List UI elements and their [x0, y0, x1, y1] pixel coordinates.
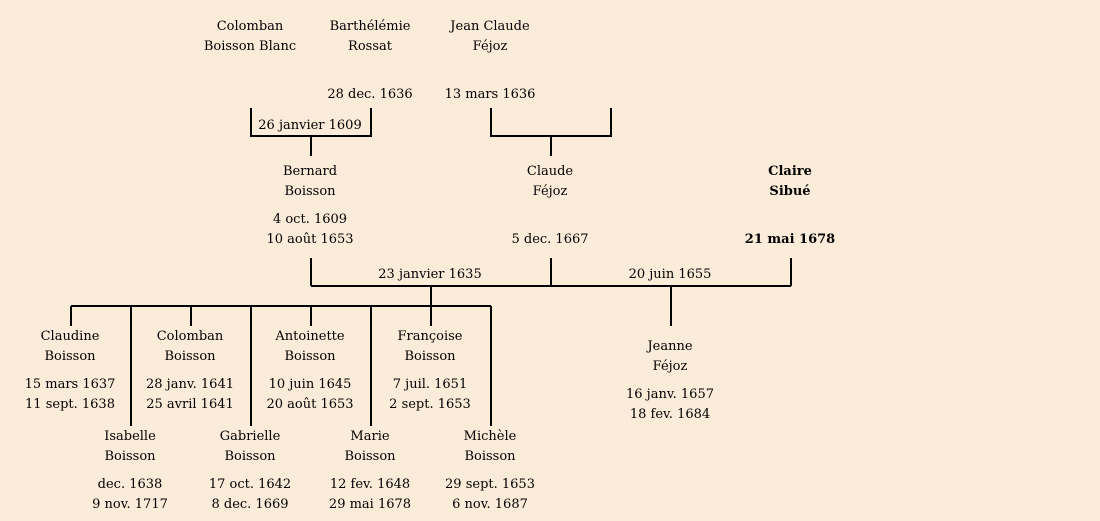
- person-name: Gabrielle: [219, 429, 281, 444]
- person-surname: Boisson: [44, 349, 96, 364]
- person-name: Bernard: [282, 164, 338, 179]
- person-surname: Boisson: [104, 449, 156, 464]
- marriage-date: 20 juin 1655: [628, 267, 712, 282]
- person-name: Isabelle: [104, 429, 156, 444]
- person-surname: Boisson: [344, 449, 396, 464]
- person-surname: Boisson: [284, 184, 336, 199]
- person-name: Claire: [768, 164, 812, 179]
- person-name: Colomban: [216, 19, 284, 34]
- person-name: Claude: [526, 164, 574, 179]
- person-surname: Boisson Blanc: [203, 39, 297, 54]
- person-death: 21 mai 1678: [744, 232, 836, 247]
- person-birth: 15 mars 1637: [24, 377, 116, 392]
- person-death: 11 sept. 1638: [25, 397, 115, 412]
- person-death: 6 nov. 1687: [452, 497, 528, 512]
- person-surname: Sibué: [769, 184, 811, 199]
- person-death: 20 août 1653: [266, 397, 354, 412]
- person-name: Françoise: [397, 329, 463, 344]
- person-name: Michèle: [463, 429, 517, 444]
- person-birth: 10 juin 1645: [268, 377, 352, 392]
- person-surname: Boisson: [224, 449, 276, 464]
- person-name: Jean Claude: [450, 19, 530, 34]
- person-surname: Boisson: [284, 349, 336, 364]
- person-birth: 4 oct. 1609: [272, 212, 348, 227]
- person-name: Marie: [350, 429, 390, 444]
- person-name: Antoinette: [275, 329, 345, 344]
- person-death: 8 dec. 1669: [211, 497, 289, 512]
- person-death: 10 août 1653: [266, 232, 354, 247]
- person-birth: 17 oct. 1642: [208, 477, 292, 492]
- person-birth: 29 sept. 1653: [445, 477, 535, 492]
- person-birth: dec. 1638: [97, 477, 163, 492]
- person-surname: Féjoz: [532, 184, 568, 199]
- person-name: Claudine: [40, 329, 100, 344]
- person-death: 29 mai 1678: [328, 497, 412, 512]
- person-birth: 28 janv. 1641: [146, 377, 234, 392]
- person-surname: Boisson: [164, 349, 216, 364]
- person-surname: Boisson: [464, 449, 516, 464]
- person-surname: Boisson: [404, 349, 456, 364]
- person-birth: 12 fev. 1648: [329, 477, 411, 492]
- person-surname: Féjoz: [472, 39, 508, 54]
- person-death: 13 mars 1636: [444, 87, 536, 102]
- marriage-date: 26 janvier 1609: [258, 118, 362, 133]
- person-death: 28 dec. 1636: [327, 87, 413, 102]
- person-death: 9 nov. 1717: [92, 497, 168, 512]
- person-name: Colomban: [156, 329, 224, 344]
- person-death: 18 fev. 1684: [629, 407, 711, 422]
- person-surname: Féjoz: [652, 359, 688, 374]
- person-name: Barthélémie: [329, 19, 411, 34]
- person-name: Jeanne: [647, 339, 693, 354]
- person-birth: 7 juil. 1651: [392, 377, 468, 392]
- person-death: 25 avril 1641: [146, 397, 234, 412]
- person-death: 2 sept. 1653: [389, 397, 471, 412]
- person-birth: 16 janv. 1657: [626, 387, 714, 402]
- marriage-date: 23 janvier 1635: [378, 267, 482, 282]
- person-surname: Rossat: [348, 39, 392, 54]
- marriage-bracket-fejoz: [490, 108, 612, 137]
- person-death: 5 dec. 1667: [511, 232, 589, 247]
